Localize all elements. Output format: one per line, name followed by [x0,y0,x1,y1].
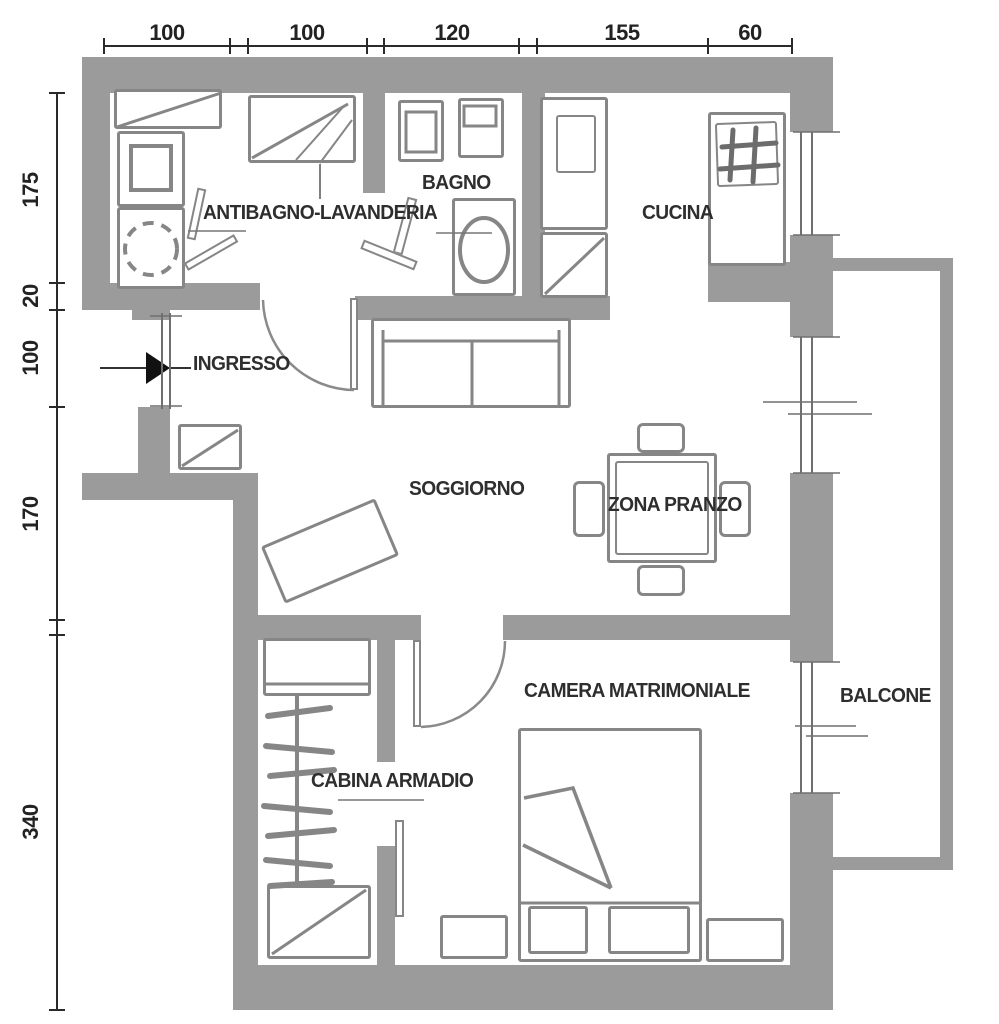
wall-balcony-top [833,258,953,271]
door-swing-arc-bedroom [420,640,507,729]
coffee-table [260,498,400,604]
wall-bagno-cucina [522,93,545,307]
hanger-icons [261,705,337,889]
bedroom-door-leaf [413,640,421,727]
sofa [371,318,571,408]
wall-cucina-soggiorno [708,262,790,302]
chair-south [637,565,685,596]
wall-balcony-bottom [833,857,953,870]
wall-exterior-right-2 [790,235,833,337]
wall-exterior-bottom [233,965,833,1010]
dim-left-2: 20 [18,284,43,308]
entry-cabinet [178,424,242,470]
wall-exterior-left-lower [233,500,258,1010]
chair-north [637,423,685,453]
washing-machine [117,207,185,289]
room-label-cucina: CUCINA [642,202,714,224]
wall-soggiorno-cabina [258,615,421,640]
bagno-folding-door-panel-2 [360,239,418,271]
closet-door-leaf [395,820,404,917]
room-label-ingresso: INGRESSO [193,353,290,375]
dim-top-2: 100 [289,20,325,45]
laundry-shelf [114,89,222,129]
pillow-right [608,906,690,954]
room-label-bagno: BAGNO [422,172,491,194]
room-label-antibagno: ANTIBAGNO-LAVANDERIA [203,202,438,224]
toilet [452,198,516,296]
wall-exterior-left-upper [82,57,110,310]
stove-top [714,120,780,188]
wall-entry-jamb-bottom [138,407,170,473]
dim-left-5: 340 [18,804,43,840]
wall-exterior-top [82,57,833,93]
nightstand-left [440,915,508,959]
dining-table-top [615,461,709,555]
entrance-arrow-icon [100,352,191,384]
kitchen-base-cabinet [540,232,608,298]
dryer-unit [117,131,185,207]
pillow-left [528,906,588,954]
dim-top-3: 120 [434,20,470,45]
room-label-balcone: BALCONE [840,685,931,707]
antibagno-door-leaf [350,298,358,390]
living-room-window [763,336,872,474]
wall-exterior-right-4 [790,793,833,1010]
dim-left-1: 175 [18,172,43,208]
left-dimension-line [49,92,65,1011]
dim-left-4: 170 [18,496,43,532]
chair-west [573,481,605,537]
wall-bagno-soggiorno [355,296,610,320]
dim-top-5: 60 [738,20,762,45]
closet-lower-cabinet [267,885,371,959]
door-swing-arc-antibagno [261,299,355,392]
entry-door [150,313,182,409]
wall-cabina-camera-lower [377,846,395,967]
nightstand-right [706,918,784,962]
wall-entry-jamb-top [132,310,170,320]
room-label-camera: CAMERA MATRIMONIALE [524,680,750,702]
fridge-door [556,115,596,173]
room-label-cabina: CABINA ARMADIO [311,770,474,792]
bidet [458,98,504,158]
wall-balcony-right [940,258,953,870]
wall-exterior-step [82,473,258,500]
dim-top-4: 155 [604,20,640,45]
bathroom-sink [398,100,444,162]
closet-upper-cabinet [263,638,371,696]
dim-left-3: 100 [18,340,43,376]
room-label-zona-pranzo: ZONA PRANZO [608,494,742,516]
wall-cabina-camera-upper [377,640,395,762]
room-label-soggiorno: SOGGIORNO [409,478,525,500]
wall-soggiorno-camera [503,615,790,640]
wall-exterior-right-1 [790,57,833,132]
dim-top-1: 100 [149,20,185,45]
wall-exterior-right-3 [790,473,833,662]
chair-east [719,481,751,537]
kitchen-window [793,131,840,236]
bedroom-window [793,661,868,794]
drying-rack [248,95,356,163]
wall-antibagno-bagno [363,93,385,193]
